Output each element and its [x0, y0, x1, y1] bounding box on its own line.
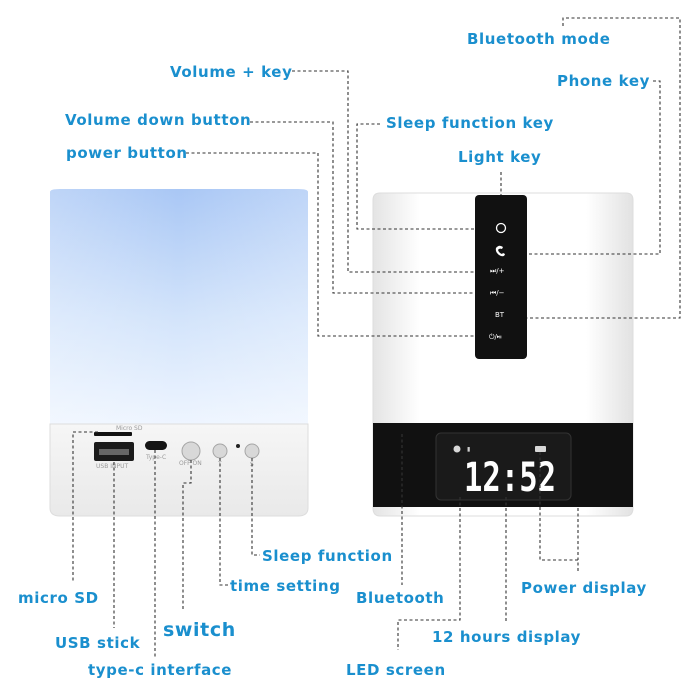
status-indicator-text: ▮ [467, 446, 470, 453]
switch-label: OFF ON [179, 460, 202, 467]
label-power-display: Power display [521, 579, 647, 597]
label-power-button: power button [66, 144, 188, 162]
phone-key-icon[interactable] [495, 245, 505, 257]
leader-bluetooth-mode [527, 17, 681, 319]
callout-labels: Bluetooth mode Volume + key Phone key Vo… [18, 30, 650, 679]
indicator-dot [236, 444, 240, 448]
leader-led-screen [397, 497, 461, 650]
leader-micro-sd [72, 431, 98, 582]
clock-time: 12:52 [464, 455, 556, 501]
volume-up-key-icon[interactable]: ⏭/+ [490, 267, 505, 275]
battery-indicator [535, 446, 546, 452]
light-key-icon[interactable] [495, 222, 507, 234]
label-volume-up: Volume + key [170, 63, 292, 81]
leader-volume-up [292, 70, 475, 273]
leader-lines [72, 17, 681, 657]
label-time-setting: time setting [230, 577, 341, 595]
leader-switch [182, 460, 192, 609]
bluetooth-status-icon [453, 445, 461, 453]
label-sleep-key: Sleep function key [386, 114, 554, 132]
label-switch: switch [163, 619, 236, 641]
lamp-shade-highlight [50, 189, 308, 424]
sleep-function-button[interactable] [244, 443, 260, 459]
power-switch[interactable] [181, 441, 201, 461]
volume-down-key-icon[interactable]: ⏮/− [490, 289, 505, 297]
label-bluetooth-mode: Bluetooth mode [467, 30, 611, 48]
label-bluetooth: Bluetooth [356, 589, 444, 607]
label-type-c: type-c interface [88, 661, 232, 679]
label-micro-sd: micro SD [18, 589, 99, 607]
bluetooth-key-icon[interactable]: BT [495, 311, 505, 319]
leader-power-display [539, 452, 579, 573]
leader-power-button [186, 152, 475, 337]
label-volume-down: Volume down button [65, 111, 251, 129]
micro-sd-slot[interactable] [94, 432, 132, 436]
leader-sleep-key [356, 123, 475, 230]
control-panel [475, 195, 527, 359]
leader-time-setting [219, 458, 228, 586]
leader-volume-down [250, 121, 475, 294]
label-light-key: Light key [458, 148, 541, 166]
lamp-base [49, 423, 309, 517]
label-led-screen: LED screen [346, 661, 446, 679]
usb-port-label: USB INPUT [96, 463, 128, 470]
typec-port[interactable] [145, 441, 167, 450]
clock-speaker: ⏭/+ ⏮/− BT ⏻/⏯ ▮ 12:52 [372, 192, 634, 517]
micro-sd-port-label: Micro SD [116, 425, 143, 432]
time-setting-button[interactable] [212, 443, 228, 459]
label-sleep-function: Sleep function [262, 547, 393, 565]
power-play-key-icon[interactable]: ⏻/⏯ [489, 333, 502, 341]
typec-port-label: Type-C [145, 454, 166, 461]
label-phone-key: Phone key [557, 72, 650, 90]
label-12-hours: 12 hours display [432, 628, 581, 646]
leader-phone-key [527, 80, 661, 255]
lamp-speaker: Micro SD USB INPUT Type-C OFF ON T S [49, 189, 309, 517]
usb-port-tongue [99, 449, 129, 455]
label-usb-stick: USB stick [55, 634, 141, 652]
